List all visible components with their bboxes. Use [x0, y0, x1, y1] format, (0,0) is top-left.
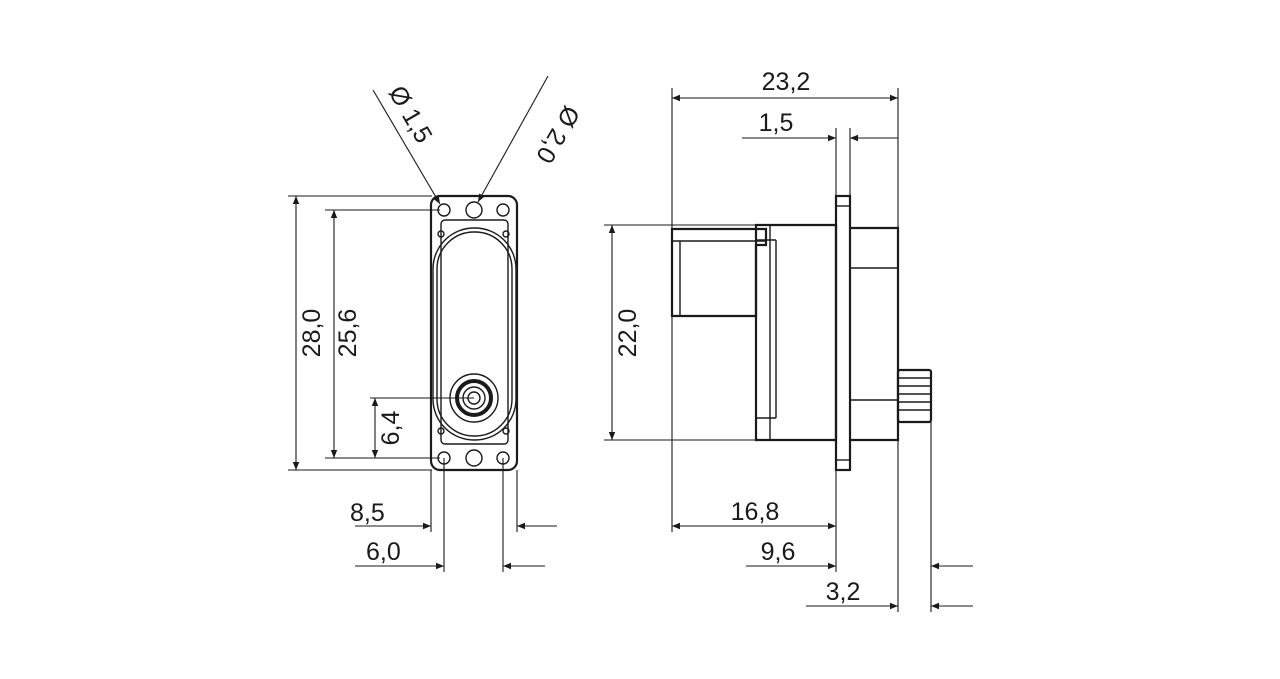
- side-body: [754, 223, 838, 442]
- label-width-a: 8,5: [350, 499, 385, 527]
- label-body-height: 22,0: [614, 309, 642, 358]
- label-height-holes: 25,6: [334, 309, 362, 358]
- side-view: [670, 194, 933, 472]
- label-length-total: 23,2: [762, 68, 811, 96]
- label-flange-to-shaft: 9,6: [761, 538, 796, 566]
- label-shaft-offset: 6,4: [377, 411, 405, 446]
- side-connector: [670, 227, 768, 318]
- front-oval-inner: [436, 231, 513, 437]
- mount-hole-bottom-center: [465, 449, 483, 467]
- side-housing-right: [850, 226, 900, 442]
- mount-hole-top-right: [496, 203, 510, 217]
- side-flange: [834, 194, 852, 472]
- label-width-b: 6,0: [366, 538, 401, 566]
- front-flange-outline: [429, 194, 519, 472]
- screw-top-left: [437, 230, 445, 238]
- label-shaft-length: 3,2: [826, 578, 861, 606]
- side-dimensions: [604, 88, 973, 612]
- mount-hole-top-center: [465, 201, 483, 219]
- label-body-length: 16,8: [731, 498, 780, 526]
- screw-top-right: [502, 230, 510, 238]
- front-body-outline: [440, 219, 509, 445]
- front-oval-outer: [432, 227, 517, 441]
- label-flange-thickness: 1,5: [759, 109, 794, 137]
- label-dia-large: Ø 2,0: [530, 101, 585, 168]
- screw-bottom-right: [502, 427, 510, 435]
- leader-dia-large: [477, 75, 549, 203]
- front-view: [429, 194, 519, 472]
- screw-bottom-left: [437, 427, 445, 435]
- label-dia-small: Ø 1,5: [383, 81, 438, 148]
- front-dimensions: [288, 75, 557, 572]
- leader-dia-small: [372, 89, 441, 205]
- label-height-total: 28,0: [298, 309, 326, 358]
